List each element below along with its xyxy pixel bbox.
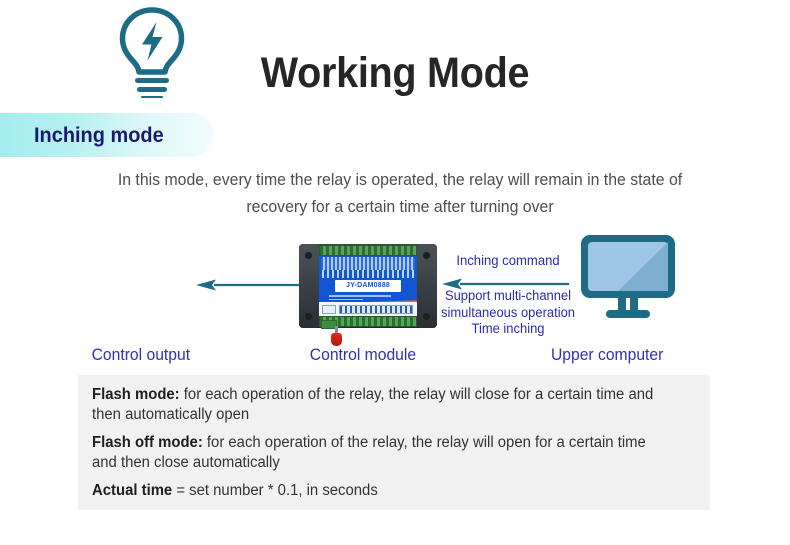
note-flash-off-mode-text: for each operation of the relay, the rel… [92, 434, 646, 471]
mode-description: In this mode, every time the relay is op… [117, 171, 683, 216]
monitor-icon [578, 232, 678, 320]
module-terminal-block-top [319, 245, 417, 256]
arrow-computer-to-module [442, 277, 569, 290]
note-flash-mode-text: for each operation of the relay, the rel… [92, 386, 654, 423]
module-mount-hole [305, 252, 312, 259]
note-flash-off-mode-title: Flash off mode: [92, 434, 203, 451]
note-actual-time-text: = set number * 0.1, in seconds [172, 482, 378, 499]
module-pcb-header-strip [321, 257, 415, 270]
command-detail-line-2: simultaneous operation [440, 304, 576, 320]
module-green-connector [321, 320, 337, 329]
module-model-label: JY-DAM0888 [335, 280, 401, 292]
light-bulb-icon [116, 6, 188, 99]
module-mount-ear-left [299, 244, 319, 328]
mode-notes-panel: Flash mode: for each operation of the re… [78, 375, 710, 510]
control-module-device: JY-DAM0888 [299, 240, 437, 346]
module-mount-hole [305, 313, 312, 320]
command-details-label: Support multi-channel simultaneous opera… [433, 288, 583, 338]
module-pcb-pin-row [322, 270, 414, 278]
module-power-led [331, 333, 342, 346]
note-actual-time: Actual time = set number * 0.1, in secon… [92, 481, 672, 501]
module-pcb-lower-panel [319, 302, 417, 316]
module-pcb-print-line [329, 298, 363, 300]
module-port-block [322, 305, 336, 314]
page-title: Working Mode [260, 49, 530, 97]
inching-command-label: Inching command [456, 253, 560, 268]
arrow-module-to-output [196, 278, 301, 291]
module-mount-ear-right [417, 244, 437, 328]
note-actual-time-title: Actual time [92, 482, 173, 499]
caption-upper-computer: Upper computer [550, 346, 664, 364]
module-mount-hole [423, 313, 430, 320]
module-led-wire [335, 326, 338, 338]
module-pcb-print-line [329, 295, 391, 297]
module-mount-hole [423, 252, 430, 259]
module-terminal-block-bottom [319, 316, 417, 327]
module-pin-header [339, 305, 413, 314]
command-detail-line-1: Support multi-channel [444, 288, 572, 303]
inching-mode-badge-label: Inching mode [34, 124, 164, 147]
caption-control-module: Control module [309, 346, 417, 364]
note-flash-mode-title: Flash mode: [92, 386, 180, 403]
command-detail-line-3: Time inching [471, 321, 545, 336]
module-circuit-board: JY-DAM0888 [319, 256, 417, 316]
caption-control-output: Control output [91, 346, 191, 364]
note-flash-off-mode: Flash off mode: for each operation of th… [92, 433, 672, 473]
note-flash-mode: Flash mode: for each operation of the re… [92, 385, 672, 425]
inching-mode-badge: Inching mode [0, 113, 214, 157]
